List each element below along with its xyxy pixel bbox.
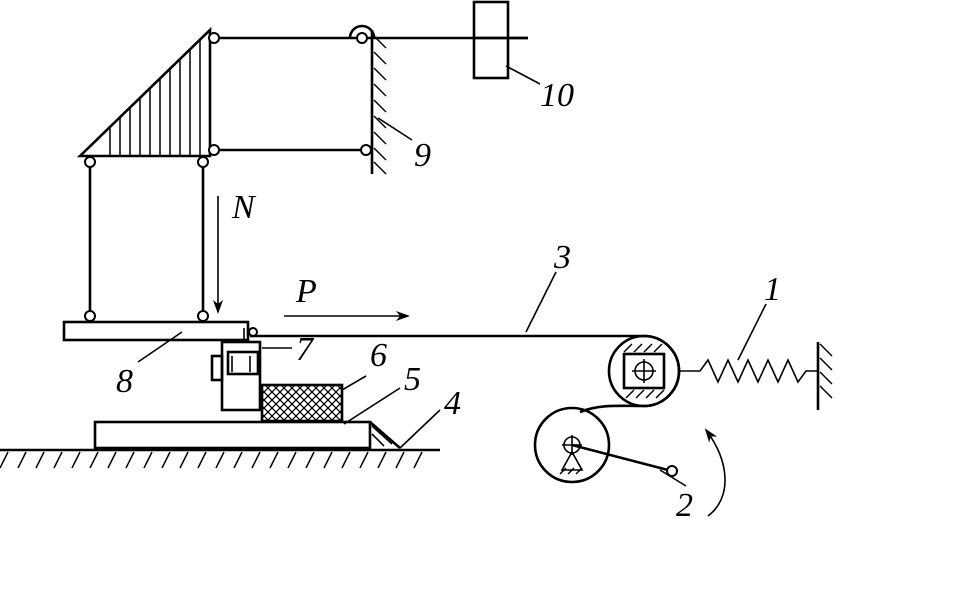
bell-crank-triangle [76, 26, 220, 168]
label-6: 6 [370, 337, 387, 374]
top-pulley [348, 24, 528, 44]
counterweight-10 [472, 0, 510, 80]
hanger-rods [84, 162, 209, 322]
base-plate-5 [93, 420, 401, 450]
label-9: 9 [414, 137, 431, 174]
lever-plate-8 [62, 320, 258, 342]
spring-pulley [607, 334, 681, 408]
parallel-links [219, 36, 372, 156]
label-8: 8 [116, 363, 133, 400]
label-10: 10 [540, 77, 574, 114]
label-5: 5 [404, 361, 421, 398]
leader-lines [137, 65, 767, 487]
label-force-normal: N [231, 189, 257, 226]
label-1: 1 [764, 271, 781, 308]
specimen-block-6 [260, 383, 344, 423]
spring-1 [679, 342, 833, 410]
ground-surface [0, 448, 440, 469]
clamp-holder-7 [210, 328, 262, 412]
label-7: 7 [296, 331, 315, 368]
drive-drum-2 [533, 406, 678, 484]
label-3: 3 [553, 239, 571, 276]
rotation-arrow [704, 428, 726, 517]
label-4: 4 [444, 385, 461, 422]
label-2: 2 [676, 487, 693, 524]
wall-support-9 [370, 30, 387, 175]
label-force-pull: P [295, 273, 317, 310]
